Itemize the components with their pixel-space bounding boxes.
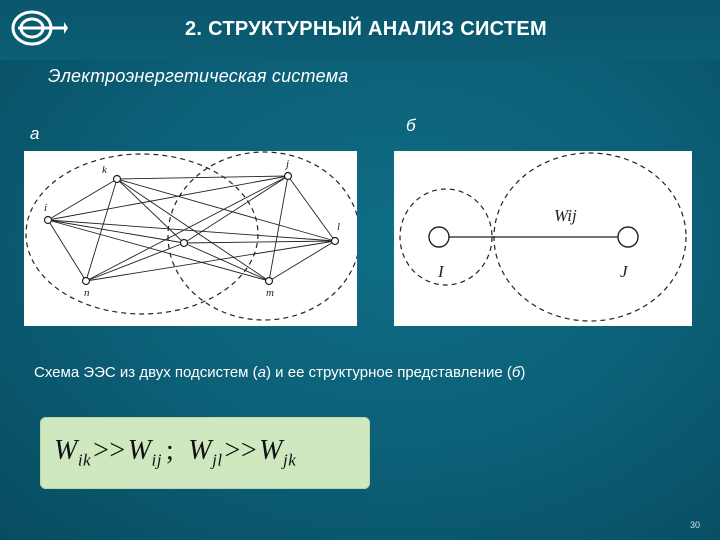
node-k	[112, 174, 122, 184]
formula-term: W	[188, 435, 213, 466]
slide-title: 2. СТРУКТУРНЫЙ АНАЛИЗ СИСТЕМ	[184, 18, 548, 40]
diagram-b-panel: Wij I J	[394, 151, 692, 326]
caption-text: Схема ЭЭС из двух подсистем (	[34, 364, 258, 381]
node-label-j: j	[284, 158, 289, 170]
caption-text: ) и ее структурное представление (	[266, 364, 512, 381]
node-i	[43, 215, 53, 225]
formula-term: W	[127, 435, 152, 466]
formula-subscript: ik	[77, 450, 92, 470]
subsystem-right-boundary	[167, 151, 357, 321]
diagram-b-label: б	[406, 116, 416, 135]
node-I-label: I	[437, 262, 445, 281]
logo-icon	[11, 10, 68, 46]
node-m	[264, 276, 274, 286]
formula-separator: ;	[165, 435, 175, 466]
node-center	[179, 238, 189, 248]
diagram-a-label: а	[30, 124, 40, 143]
node-J-label: J	[620, 262, 629, 281]
node-l	[330, 236, 340, 246]
caption-a: а	[257, 364, 267, 381]
formula-operator: >>	[93, 435, 126, 466]
node-label-i: i	[44, 202, 47, 214]
formula: Wik>>Wij;Wjl>>Wjk	[54, 435, 296, 471]
formula-operator: >>	[224, 435, 258, 466]
figure-caption: Схема ЭЭС из двух подсистем (а) и ее стр…	[34, 364, 525, 381]
formula-subscript: ij	[151, 450, 162, 470]
structural-representation-diagram: Wij I J	[399, 152, 687, 322]
formula-term: W	[259, 435, 283, 466]
formula-subscript: jk	[282, 450, 297, 470]
page-number: 30	[690, 520, 701, 530]
node-label-k: k	[102, 164, 108, 176]
node-label-m: m	[266, 287, 274, 299]
caption-text: )	[520, 364, 526, 381]
node-J	[617, 226, 639, 248]
node-label-n: n	[84, 287, 90, 299]
node-j	[283, 171, 293, 181]
subsystem-left-boundary	[25, 153, 259, 315]
diagram-a-panel: k j i l n m	[24, 151, 357, 326]
two-subsystem-network-diagram: k j i l n m	[25, 151, 357, 321]
node-n	[81, 276, 91, 286]
formula-box: Wik>>Wij;Wjl>>Wjk	[40, 417, 370, 489]
edge-label: Wij	[554, 206, 577, 225]
caption-b: б	[511, 364, 521, 381]
title-band	[0, 0, 720, 60]
formula-term: W	[54, 435, 78, 466]
formula-subscript: jl	[212, 450, 223, 470]
slide-subtitle: Электроэнергетическая система	[48, 66, 349, 86]
node-label-l: l	[337, 221, 340, 233]
node-I	[428, 226, 450, 248]
